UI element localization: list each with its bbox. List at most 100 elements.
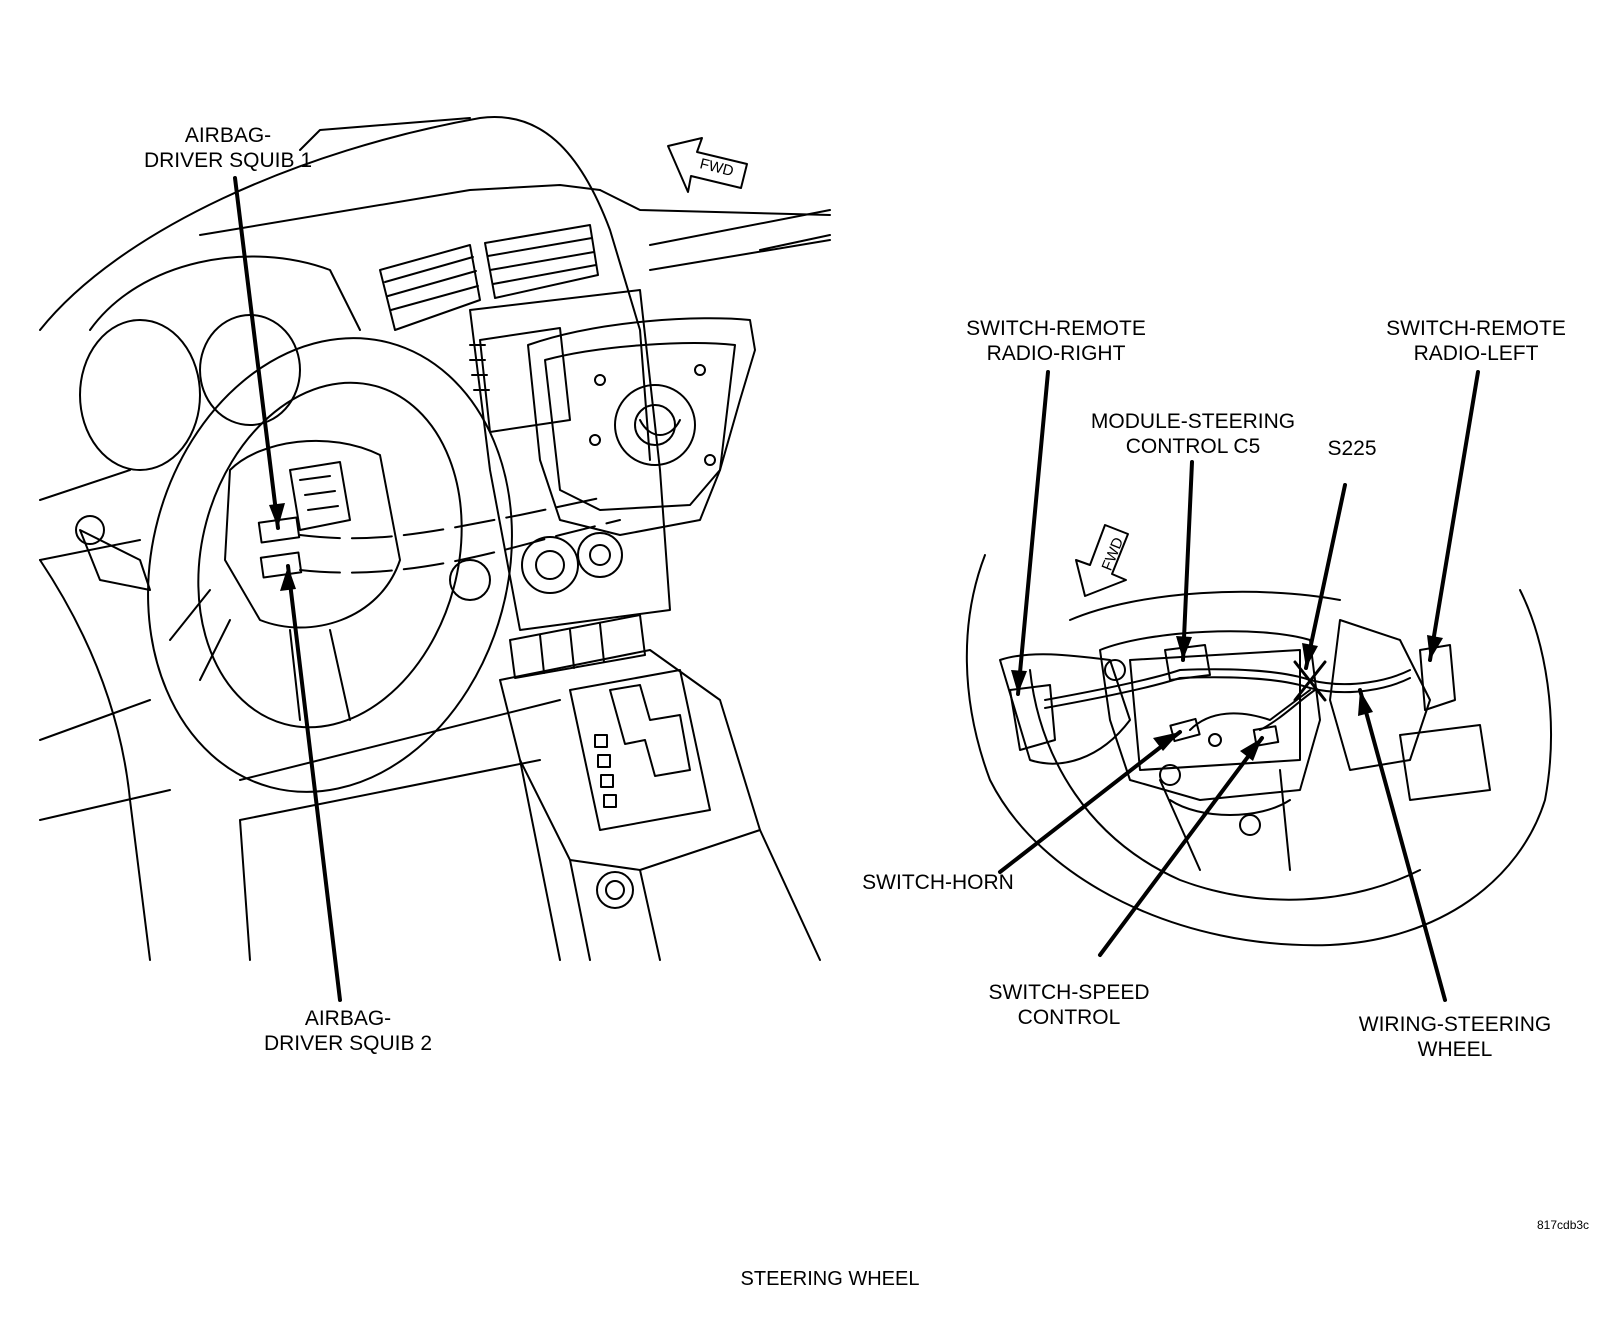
prnd-3: [600, 774, 614, 788]
arrowhead-radio-left: [1427, 635, 1443, 660]
knob-3: [449, 559, 491, 601]
airbag-center: [614, 384, 696, 466]
horn-connector: [1169, 717, 1201, 743]
label-module-steering-control-c5: MODULE-STEERING CONTROL C5: [1090, 410, 1296, 458]
shift-gate: [569, 669, 711, 831]
leader-squib1: [233, 176, 280, 530]
label-wiring-steering-wheel: WIRING-STEERING WHEEL: [1358, 1013, 1552, 1061]
knob-2: [577, 532, 623, 578]
module-c5: [1164, 644, 1211, 681]
fwd-text-right: FWD: [1099, 535, 1128, 573]
leader-horn: [998, 730, 1182, 874]
left-door: [39, 559, 151, 961]
spoke-left: [169, 589, 231, 681]
airbag-wire-2: [299, 519, 621, 574]
airbag-module: [527, 317, 756, 536]
arrowhead-squib1: [269, 503, 285, 528]
spoke-bottom: [289, 629, 351, 721]
cluster-hood: [89, 255, 361, 331]
console-lower: [569, 829, 821, 961]
spoke-left-r: [999, 653, 1131, 765]
label-airbag-squib-2: AIRBAG- DRIVER SQUIB 2: [263, 1007, 433, 1055]
vent-right-slats: [487, 237, 597, 285]
spoke-bottom-r: [1159, 769, 1291, 871]
dash-edge: [299, 117, 471, 151]
harness-2: [1044, 676, 1411, 709]
steering-wheel-rim-inner: [197, 381, 463, 729]
arrowhead-s225: [1302, 643, 1318, 668]
airbag-wire-1: [299, 497, 601, 540]
leaders: [233, 176, 1480, 1002]
left-dashboard-view: [39, 116, 831, 961]
stalk: [79, 529, 151, 591]
label-switch-remote-radio-left: SWITCH-REMOTE RADIO-LEFT: [1386, 317, 1566, 365]
wheel-hub: [224, 439, 401, 629]
gauge-left: [79, 319, 201, 471]
airbag-back: [544, 342, 736, 511]
label-switch-speed-control: SWITCH-SPEED CONTROL: [988, 981, 1150, 1029]
fwd-arrow-left: [667, 137, 748, 193]
center-stack: [469, 289, 671, 631]
leader-arrowheads: [269, 503, 1443, 761]
hub-bracket: [289, 461, 351, 531]
harness: [1044, 668, 1411, 701]
dash-ledge: [199, 184, 601, 236]
leader-squib2: [286, 564, 342, 1002]
leader-radio-left: [1428, 370, 1480, 662]
label-switch-remote-radio-right: SWITCH-REMOTE RADIO-RIGHT: [966, 317, 1146, 365]
arrowhead-wiring: [1358, 690, 1373, 716]
shift-slot: [609, 684, 691, 777]
leader-wiring: [1358, 688, 1447, 1002]
s225-mark: [1293, 660, 1327, 702]
bolt-1: [1104, 659, 1126, 681]
dash-outline: [39, 116, 651, 461]
hub-r: [1099, 630, 1321, 801]
figure-title: STEERING WHEEL: [740, 1268, 920, 1290]
leader-s225: [1304, 483, 1347, 670]
figure-code: 817cdb3c: [1537, 1218, 1590, 1232]
squib2-connector: [259, 551, 303, 579]
right-panel: [1399, 724, 1491, 801]
hub-inner: [1129, 649, 1301, 771]
lower-dash: [239, 699, 561, 961]
arrowhead-module: [1176, 636, 1192, 660]
bolt-2: [1159, 764, 1181, 786]
radio-face: [479, 327, 571, 433]
switch-bank: [509, 614, 646, 679]
radio-left-pod: [1419, 644, 1456, 711]
console-cup: [596, 871, 634, 909]
arrowhead-squib2: [280, 566, 296, 591]
console: [499, 649, 761, 871]
arrowhead-speed: [1240, 738, 1262, 761]
prnd-2: [597, 754, 611, 768]
label-s225: S225: [1327, 437, 1377, 460]
label-switch-horn: SWITCH-HORN: [862, 871, 1014, 894]
arrowhead-radio-right: [1011, 670, 1027, 694]
left-dash-side: [39, 469, 171, 821]
radio-buttons: [469, 344, 490, 391]
prnd-4: [603, 794, 617, 808]
spoke-right-r: [1329, 619, 1431, 771]
right-dash: [649, 209, 831, 271]
vent-right: [484, 224, 599, 299]
leader-module: [1181, 460, 1194, 662]
arrowhead-horn: [1153, 732, 1180, 751]
prnd-1: [594, 734, 608, 748]
bolt-3: [1239, 814, 1261, 836]
steering-wheel-rim-outer: [147, 337, 513, 793]
right-wheel-view: [965, 554, 1552, 947]
wheel-rim-outer: [965, 554, 1552, 947]
speed-wire: [1259, 689, 1316, 731]
label-airbag-squib-1: AIRBAG- DRIVER SQUIB 1: [143, 124, 313, 172]
vent-left-slats: [384, 256, 479, 311]
wheel-rim-upper: [1069, 590, 1341, 621]
wheel-rim-inner: [1029, 669, 1421, 901]
fwd-arrow-right: [1075, 524, 1129, 597]
radio-right-pod: [1009, 684, 1056, 751]
speed-connector: [1252, 725, 1280, 747]
bolt-4: [1208, 733, 1222, 747]
vent-left: [379, 244, 481, 331]
horn-wire: [1189, 689, 1311, 731]
